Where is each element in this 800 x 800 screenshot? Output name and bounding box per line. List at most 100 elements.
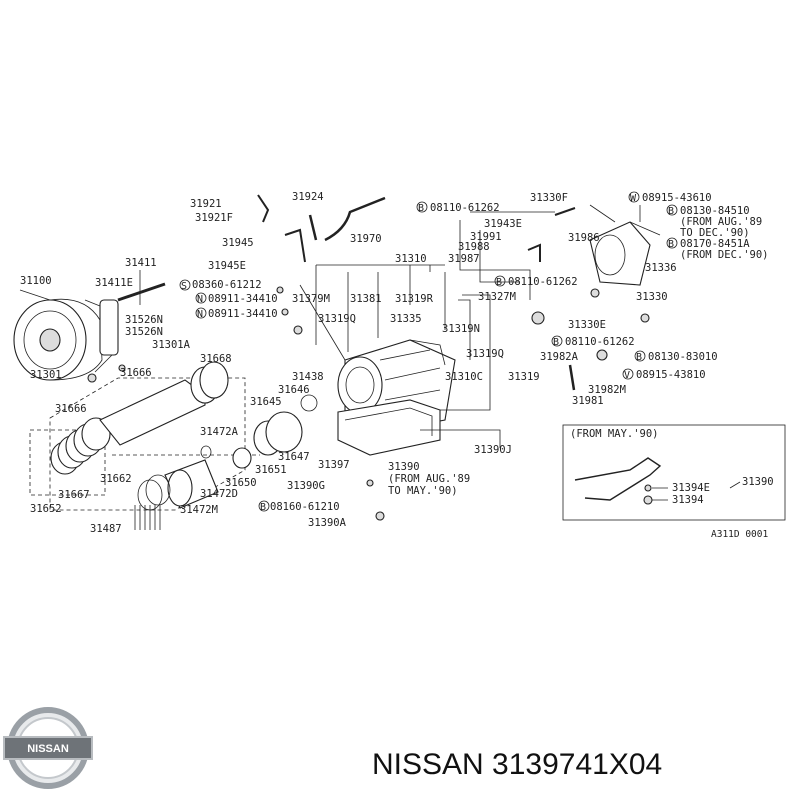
part-label: 31526N	[125, 326, 163, 338]
inset-box: (FROM MAY.'90) 31394E 31390 31394	[562, 424, 786, 521]
part-label: 08915-43810	[636, 369, 706, 381]
part-label: 31646	[278, 384, 310, 396]
part-label: 31945E	[208, 260, 246, 272]
part-label: 31943E	[484, 218, 522, 230]
inset-frame	[562, 424, 786, 521]
part-label: 31981	[572, 395, 604, 407]
svg-text:B: B	[636, 352, 642, 363]
svg-text:V: V	[624, 370, 630, 381]
part-label: 31921F	[195, 212, 233, 224]
part-label: 31310C	[445, 371, 483, 383]
part-label: 31310	[395, 253, 427, 265]
part-label: 31336	[645, 262, 677, 274]
part-label: 31945	[222, 237, 254, 249]
part-label: 31924	[292, 191, 324, 203]
part-number-caption: NISSAN 3139741X04	[372, 748, 662, 781]
clutch-group-outline	[49, 377, 246, 511]
part-label: 31390J	[474, 444, 512, 456]
svg-text:B: B	[668, 206, 674, 217]
part-label: 31921	[190, 198, 222, 210]
part-label: 31411E	[95, 277, 133, 289]
clutch-disc-stack	[50, 417, 111, 475]
oil-pan	[337, 399, 441, 456]
part-label: 31438	[292, 371, 324, 383]
svg-text:W: W	[630, 193, 637, 204]
svg-text:B: B	[418, 203, 424, 214]
part-label: 31970	[350, 233, 382, 245]
part-label: 31390	[742, 476, 774, 488]
part-label: 31390	[388, 461, 420, 473]
svg-text:B: B	[260, 502, 266, 513]
part-label: TO DEC.'90)	[680, 227, 750, 239]
part-label: 31667	[58, 489, 90, 501]
part-label: 31647	[278, 451, 310, 463]
svg-text:B: B	[668, 239, 674, 250]
part-label: 31645	[250, 396, 282, 408]
part-label: 31319	[508, 371, 540, 383]
part-label: 31472D	[200, 488, 238, 500]
part-label: 31381	[350, 293, 382, 305]
part-label: 31330	[636, 291, 668, 303]
part-label: 31390G	[287, 480, 325, 492]
part-label: 31330F	[530, 192, 568, 204]
part-label: 31487	[90, 523, 122, 535]
logo-wordmark: NISSAN	[27, 743, 69, 755]
part-label: 31100	[20, 275, 52, 287]
part-label: 08170-8451A	[680, 238, 750, 250]
part-labels: 31921 31921F 31924 31945 31945E 31970 31…	[20, 191, 769, 535]
part-label: 31472A	[200, 426, 239, 438]
part-label: 31397	[318, 459, 350, 471]
inset-title: (FROM MAY.'90)	[570, 428, 659, 440]
part-label: 08110-61262	[430, 202, 500, 214]
part-label: 31379M	[292, 293, 330, 305]
part-label: 31472M	[180, 504, 218, 516]
part-label: (FROM AUG.'89	[388, 473, 470, 485]
parts-drawing	[13, 194, 661, 530]
nissan-logo: NISSAN	[3, 707, 93, 789]
part-label: 31301A	[152, 339, 191, 351]
part-label: (FROM DEC.'90)	[680, 249, 769, 261]
part-label: 08915-43610	[642, 192, 712, 204]
part-label: 08911-34410	[208, 308, 278, 320]
part-label: 31988	[458, 241, 490, 253]
part-label: 31335	[390, 313, 422, 325]
part-label: 31987	[448, 253, 480, 265]
part-label: 08360-61212	[192, 279, 262, 291]
svg-text:N: N	[197, 294, 203, 305]
part-label: 08110-61262	[508, 276, 578, 288]
part-label: 31982A	[540, 351, 579, 363]
part-label: 08130-84510	[680, 205, 750, 217]
part-label: (FROM AUG.'89	[680, 216, 762, 228]
svg-text:B: B	[553, 337, 559, 348]
part-label: 31394	[672, 494, 704, 506]
part-label: 31319N	[442, 323, 480, 335]
svg-text:N: N	[197, 309, 203, 320]
part-label: 31319Q	[466, 348, 504, 360]
part-label: 31526N	[125, 314, 163, 326]
part-label: 31319Q	[318, 313, 356, 325]
part-label: 31330E	[568, 319, 606, 331]
part-label: 31666	[55, 403, 87, 415]
part-label: 31319R	[395, 293, 434, 305]
part-label: 31651	[255, 464, 287, 476]
part-label: 08110-61262	[565, 336, 635, 348]
part-label: 31650	[225, 477, 257, 489]
part-label: 08130-83010	[648, 351, 718, 363]
part-label: 31652	[30, 503, 62, 515]
part-label: 31986	[568, 232, 600, 244]
part-label: 31301	[30, 369, 62, 381]
extension-housing	[589, 221, 651, 286]
part-label: 31411	[125, 257, 157, 269]
part-label: TO MAY.'90)	[388, 485, 458, 497]
part-label: 31666	[120, 367, 152, 379]
part-label: 31390A	[308, 517, 347, 529]
svg-text:B: B	[496, 277, 502, 288]
part-label: 31991	[470, 231, 502, 243]
part-label: 31327M	[478, 291, 516, 303]
diagram-code: A311D 0001	[711, 529, 768, 540]
part-label: 08160-61210	[270, 501, 340, 513]
part-label: 31662	[100, 473, 132, 485]
part-label: 08911-34410	[208, 293, 278, 305]
